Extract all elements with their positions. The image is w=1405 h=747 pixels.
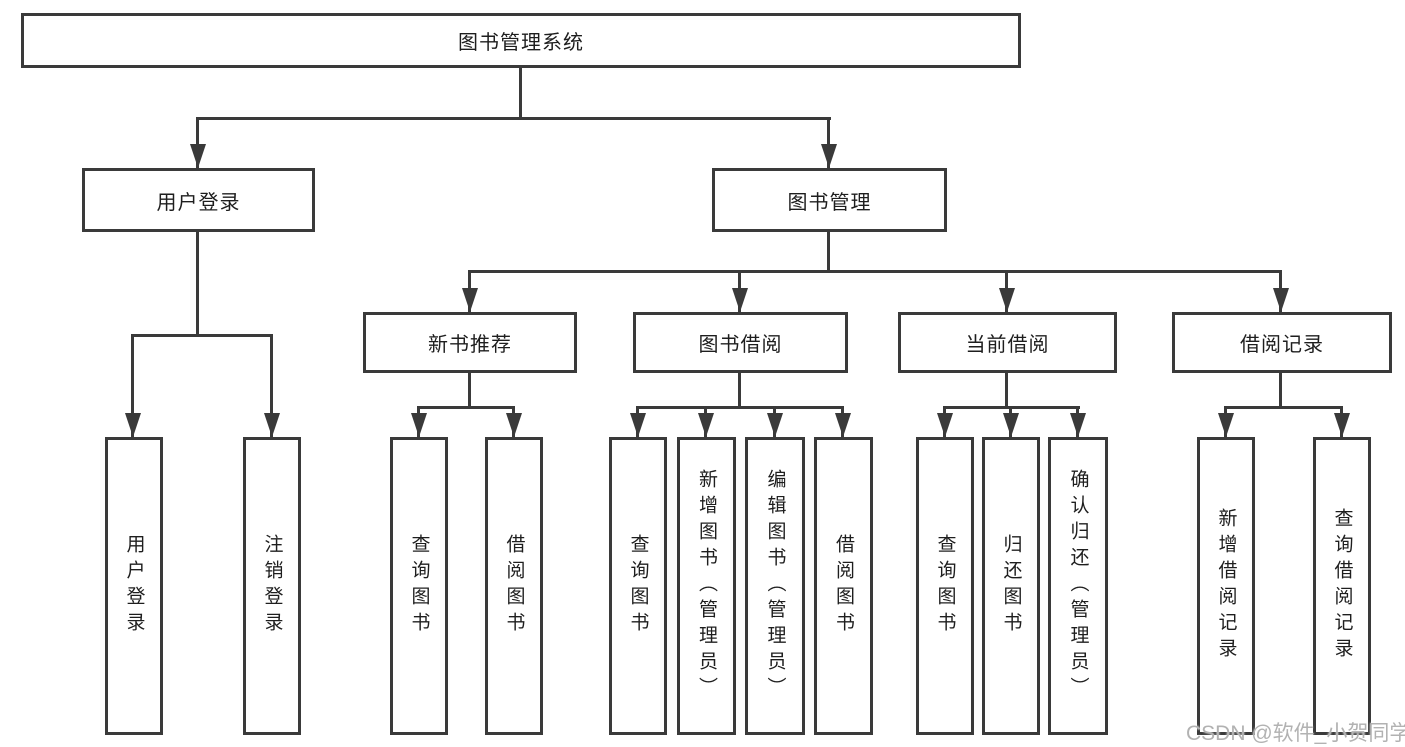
connector-line	[1224, 406, 1343, 409]
connector-arrow	[264, 413, 280, 437]
connector-arrow	[732, 288, 748, 312]
connector-line	[270, 334, 273, 437]
leaf-user-login: 用户登录	[105, 437, 163, 735]
connector-line	[131, 334, 273, 337]
connector-line	[738, 373, 741, 408]
leaf-records-query-record: 查询借阅记录	[1313, 437, 1371, 735]
node-new-book-recommend: 新书推荐	[363, 312, 577, 373]
leaf-current-query-book: 查询图书	[916, 437, 974, 735]
csdn-watermark: CSDN @软件_小贺同学	[1186, 722, 1405, 745]
connector-line	[468, 270, 1282, 273]
leaf-borrow-edit-book-admin: 编辑图书（管理员）	[745, 437, 805, 735]
connector-line	[636, 406, 844, 409]
leaf-current-return-book: 归还图书	[982, 437, 1040, 735]
node-user-login: 用户登录	[82, 168, 315, 232]
connector-arrow	[630, 413, 646, 437]
connector-arrow	[698, 413, 714, 437]
connector-arrow	[937, 413, 953, 437]
leaf-logout: 注销登录	[243, 437, 301, 735]
connector-arrow	[1003, 413, 1019, 437]
connector-line	[519, 68, 522, 119]
leaf-newbook-borrow-book: 借阅图书	[485, 437, 543, 735]
connector-line	[827, 117, 830, 168]
connector-line	[131, 334, 134, 437]
connector-arrow	[767, 413, 783, 437]
node-borrow-records: 借阅记录	[1172, 312, 1392, 373]
connector-arrow	[821, 144, 837, 168]
connector-arrow	[125, 413, 141, 437]
connector-arrow	[1273, 288, 1289, 312]
node-current-borrow: 当前借阅	[898, 312, 1117, 373]
connector-arrow	[1218, 413, 1234, 437]
connector-arrow	[1070, 413, 1086, 437]
node-book-management: 图书管理	[712, 168, 947, 232]
connector-line	[827, 232, 830, 272]
connector-arrow	[999, 288, 1015, 312]
node-root-system: 图书管理系统	[21, 13, 1021, 68]
connector-line	[196, 117, 831, 120]
leaf-borrow-add-book-admin: 新增图书（管理员）	[677, 437, 736, 735]
connector-arrow	[835, 413, 851, 437]
connector-line	[1279, 373, 1282, 408]
node-book-borrow: 图书借阅	[633, 312, 848, 373]
connector-line	[1005, 373, 1008, 408]
leaf-newbook-query-book: 查询图书	[390, 437, 448, 735]
connector-arrow	[411, 413, 427, 437]
connector-line	[196, 232, 199, 337]
connector-arrow	[1334, 413, 1350, 437]
connector-line	[196, 117, 199, 168]
leaf-borrow-borrow-book: 借阅图书	[814, 437, 873, 735]
connector-line	[468, 373, 471, 408]
connector-arrow	[506, 413, 522, 437]
connector-arrow	[462, 288, 478, 312]
leaf-borrow-query-book: 查询图书	[609, 437, 667, 735]
connector-line	[417, 406, 515, 409]
leaf-records-add-record: 新增借阅记录	[1197, 437, 1255, 735]
connector-arrow	[190, 144, 206, 168]
leaf-current-confirm-return-admin: 确认归还（管理员）	[1048, 437, 1108, 735]
